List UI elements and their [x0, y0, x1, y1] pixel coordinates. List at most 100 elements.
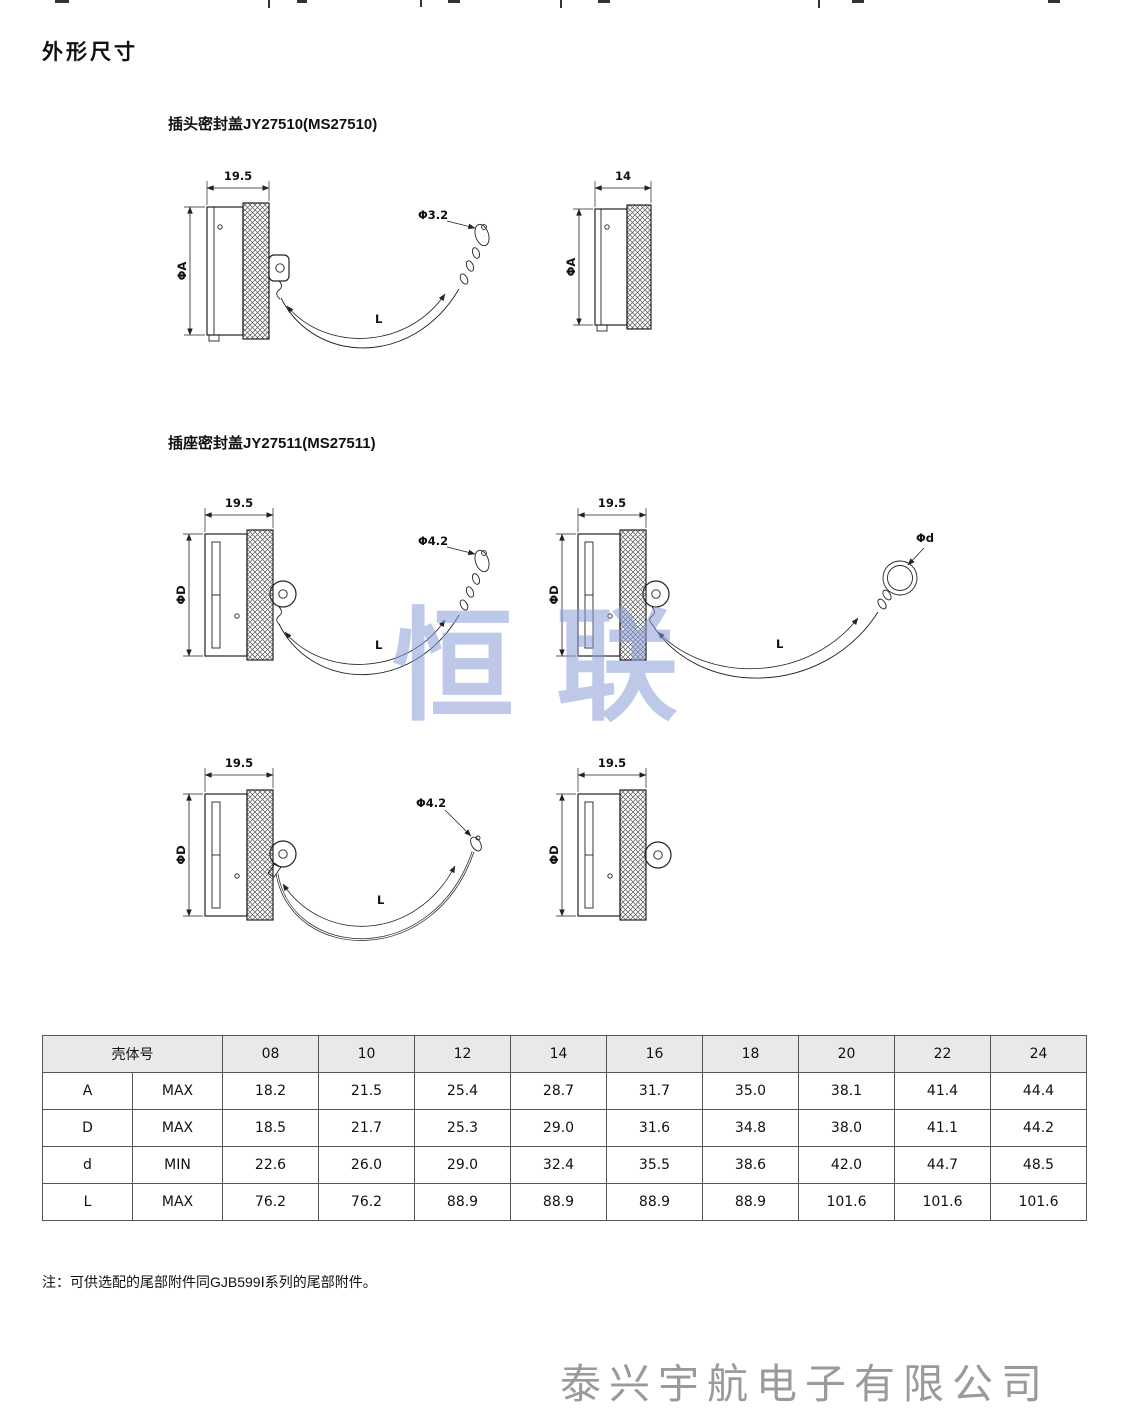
- table-row: L MAX 76.2 76.2 88.9 88.9 88.9 88.9 101.…: [42, 1183, 1087, 1221]
- drawing-receptacle-cap-with-rope: 19.5 ΦD Φ4.2 L: [174, 752, 520, 970]
- table-cell: 31.7: [606, 1072, 703, 1110]
- lanyard-chain: [278, 549, 490, 676]
- table-cell: 18.5: [222, 1109, 319, 1147]
- table-cell: MAX: [132, 1183, 223, 1221]
- table-cell: 28.7: [510, 1072, 607, 1110]
- table-cell: 31.6: [606, 1109, 703, 1147]
- lanyard-wire-rope: [267, 835, 482, 941]
- table-cell: D: [42, 1109, 133, 1147]
- drawing-receptacle-cap-with-ring: 19.5 ΦD Φd L: [547, 492, 948, 707]
- cap-body: [577, 529, 670, 661]
- drawing-receptacle-cap-with-chain: 19.5 ΦD Φ4.2 L: [174, 492, 520, 707]
- table-cell: 101.6: [894, 1183, 991, 1221]
- dim-length-label: L: [375, 312, 383, 326]
- cap-body: [204, 529, 297, 661]
- table-cell: A: [42, 1072, 133, 1110]
- table-row: d MIN 22.6 26.0 29.0 32.4 35.5 38.6 42.0…: [42, 1146, 1087, 1184]
- dim-ring-label: Φd: [916, 531, 934, 545]
- drawing-receptacle-cap-plain: 19.5 ΦD: [547, 752, 713, 952]
- dimensions: 14 ΦA: [564, 169, 652, 326]
- section-title-plug-cap: 插头密封盖JY27510(MS27510): [168, 116, 378, 133]
- table-cell: 35.5: [606, 1146, 703, 1184]
- table-cell: 88.9: [510, 1183, 607, 1221]
- table-cell: 38.1: [798, 1072, 895, 1110]
- dimensions: 19.5 ΦD Φ4.2 L: [174, 496, 476, 665]
- dim-hole-label: Φ3.2: [418, 208, 448, 222]
- table-col-header: 14: [510, 1035, 607, 1073]
- table-cell: 44.4: [990, 1072, 1087, 1110]
- table-cell: 42.0: [798, 1146, 895, 1184]
- table-cell: 25.4: [414, 1072, 511, 1110]
- table-cell: MIN: [132, 1146, 223, 1184]
- dimensions: 19.5 ΦD Φ4.2 L: [174, 756, 472, 927]
- table-cell: 101.6: [990, 1183, 1087, 1221]
- table-cell: 26.0: [318, 1146, 415, 1184]
- dim-width-label: 19.5: [225, 496, 253, 510]
- table-cell: 25.3: [414, 1109, 511, 1147]
- page-title: 外形尺寸: [42, 41, 138, 64]
- table-row: D MAX 18.5 21.7 25.3 29.0 31.6 34.8 38.0…: [42, 1109, 1087, 1147]
- table-cell: 41.4: [894, 1072, 991, 1110]
- dim-length-label: L: [776, 637, 784, 651]
- table-cell: MAX: [132, 1072, 223, 1110]
- company-watermark: 泰兴宇航电子有限公司: [560, 1361, 1050, 1407]
- cap-body: [206, 202, 290, 342]
- table-col-header: 18: [702, 1035, 799, 1073]
- table-col-header: 16: [606, 1035, 703, 1073]
- dimensions: 19.5 ΦD Φd L: [547, 496, 934, 669]
- dimension-table: 壳体号 08 10 12 14 16 18 20 22 24 A MAX 18.…: [42, 1035, 1087, 1221]
- table-cell: 101.6: [798, 1183, 895, 1221]
- table-cell: 21.7: [318, 1109, 415, 1147]
- table-cell: 35.0: [702, 1072, 799, 1110]
- table-col-header: 22: [894, 1035, 991, 1073]
- table-cell: d: [42, 1146, 133, 1184]
- table-cell: 29.0: [414, 1146, 511, 1184]
- table-col-header: 12: [414, 1035, 511, 1073]
- table-cell: 88.9: [414, 1183, 511, 1221]
- table-header-row: 壳体号 08 10 12 14 16 18 20 22 24: [42, 1035, 1087, 1073]
- table-col-header: 08: [222, 1035, 319, 1073]
- table-cell: L: [42, 1183, 133, 1221]
- table-cell: 88.9: [702, 1183, 799, 1221]
- lanyard-chain-ring: [651, 560, 918, 679]
- table-cell: 38.6: [702, 1146, 799, 1184]
- cap-body: [594, 204, 652, 332]
- dim-diameter-label: ΦD: [548, 845, 561, 864]
- section-title-receptacle-cap: 插座密封盖JY27511(MS27511): [168, 435, 376, 452]
- cap-body: [204, 789, 297, 921]
- dim-length-label: L: [377, 893, 385, 907]
- dim-length-label: L: [375, 638, 383, 652]
- table-cell: 76.2: [318, 1183, 415, 1221]
- drawing-plug-cap-with-chain: 19.5 ΦA Φ3.2 L: [175, 165, 520, 380]
- dim-hole-label: Φ4.2: [418, 534, 448, 548]
- dim-width-label: 14: [615, 169, 631, 183]
- table-cell: 38.0: [798, 1109, 895, 1147]
- table-cell: 48.5: [990, 1146, 1087, 1184]
- table-cell: 76.2: [222, 1183, 319, 1221]
- table-cell: 88.9: [606, 1183, 703, 1221]
- table-cell: 34.8: [702, 1109, 799, 1147]
- table-cell: 18.2: [222, 1072, 319, 1110]
- lanyard-chain: [280, 223, 490, 349]
- table-col-header: 20: [798, 1035, 895, 1073]
- dim-diameter-label: ΦA: [175, 262, 189, 281]
- dimensions: 19.5 ΦA Φ3.2 L: [175, 169, 476, 339]
- dim-diameter-label: ΦD: [175, 845, 188, 864]
- dim-width-label: 19.5: [225, 756, 253, 770]
- table-row: A MAX 18.2 21.5 25.4 28.7 31.7 35.0 38.1…: [42, 1072, 1087, 1110]
- table-corner-cell: 壳体号: [42, 1035, 223, 1073]
- dim-diameter-label: ΦA: [565, 258, 578, 277]
- dim-width-label: 19.5: [224, 169, 252, 183]
- drawing-plug-cap-plain: 14 ΦA: [564, 165, 700, 350]
- table-cell: 44.7: [894, 1146, 991, 1184]
- dim-width-label: 19.5: [598, 756, 626, 770]
- table-cell: 29.0: [510, 1109, 607, 1147]
- table-cell: 22.6: [222, 1146, 319, 1184]
- table-cell: 44.2: [990, 1109, 1087, 1147]
- table-cell: MAX: [132, 1109, 223, 1147]
- dim-width-label: 19.5: [598, 496, 626, 510]
- footnote: 注：可供选配的尾部附件同GJB599Ⅰ系列的尾部附件。: [42, 1274, 377, 1290]
- table-col-header: 10: [318, 1035, 415, 1073]
- table-cell: 32.4: [510, 1146, 607, 1184]
